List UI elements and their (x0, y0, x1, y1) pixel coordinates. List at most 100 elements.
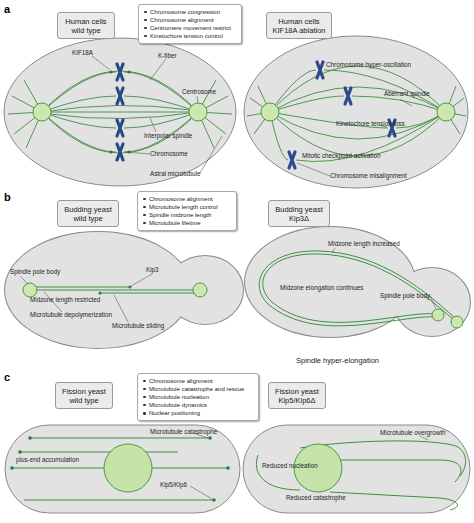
aberrant-spindle (270, 66, 446, 161)
callout-label: Chromosome hyper-oscillation (326, 61, 411, 69)
box-title: Human cells wild type (61, 17, 111, 35)
klp-dot (208, 436, 212, 440)
callout-label: Midzone elongation continues (280, 284, 363, 292)
callout-label: K-fiber (158, 52, 177, 60)
box-title: Budding yeast Kip3Δ (272, 205, 326, 223)
chromatid (289, 152, 295, 168)
chromosome (317, 62, 323, 78)
klp-dot (10, 466, 14, 470)
cell-outline (4, 38, 236, 186)
leader-lines (190, 434, 212, 499)
plus-end-dots (10, 436, 230, 502)
function-item: Centromere movement restrict (143, 24, 237, 32)
box-title: Human cells KIF18A ablation (270, 17, 328, 35)
nucleus (104, 444, 152, 492)
chromatid (117, 88, 123, 104)
callout-label: Chromosome misalignment (330, 172, 407, 180)
chromosome (117, 64, 123, 80)
leader-lines (92, 56, 222, 173)
klp-dot (226, 466, 230, 470)
centrosome (261, 103, 279, 121)
leader-lines (420, 436, 428, 440)
function-item: Microtubule catastrophe and rescue (142, 385, 254, 393)
callout-label: Aberrant spindle (384, 90, 430, 98)
motor-dot (109, 70, 112, 73)
callout-label: Chromosome (150, 150, 188, 158)
leader-lines (297, 99, 412, 176)
box-title: Budding yeast wild type (61, 205, 115, 223)
chromatid (317, 62, 323, 78)
callout-label: Mitotic checkpoint activation (302, 152, 380, 160)
astral-microtubules (8, 80, 232, 148)
callout-label: Klp5/Klp6 (160, 481, 187, 489)
spindle-pole-body (193, 283, 207, 297)
fission-cell (5, 425, 240, 513)
cytoplasmic-microtubules (12, 438, 228, 500)
chromatid (117, 144, 123, 160)
callout-label: Spindle pole body (10, 268, 60, 276)
function-item: Chromosome alignment (142, 377, 254, 385)
mother-cell-stroke (245, 227, 415, 337)
callout-label: Astral microtubule (150, 170, 200, 178)
chromosome (117, 144, 123, 160)
chromosome (345, 88, 351, 104)
function-item: Microtubule dynamics (142, 401, 254, 409)
callout-label: Microtubule catastrophe (150, 428, 217, 436)
function-item: Kinetochore tension control (143, 32, 237, 40)
kif18a-motors (109, 70, 130, 153)
chromatid (117, 64, 123, 80)
callout-label: Microtubule sliding (112, 322, 164, 330)
callout-label: Kip3 (146, 266, 159, 274)
callout-label: Centrosome (182, 88, 216, 96)
condition-title-box: Human cells wild type (57, 12, 115, 39)
klp-dot (212, 498, 216, 502)
spindle-microtubules (30, 287, 200, 293)
centrosome (33, 103, 51, 121)
spindle-pole-body (23, 283, 37, 297)
callout-label: Interpolar spindle (144, 132, 192, 140)
callout-label: Reduced nucleation (262, 462, 318, 470)
cell-outline (244, 36, 468, 188)
chromosome (117, 120, 123, 136)
condition-title-box: Fission yeast wild type (55, 382, 113, 409)
panel-letter: b (4, 191, 11, 204)
kip3-dot (98, 291, 101, 294)
chromatid (345, 88, 351, 104)
condition-title-box: Human cells KIF18A ablation (266, 12, 332, 39)
function-item: Spindle midzone length (142, 211, 232, 219)
panel-letter: a (4, 3, 10, 16)
panel-letter: c (4, 371, 10, 384)
callout-label: Kinetochore tension loss (336, 120, 405, 128)
chromosome (289, 152, 295, 168)
callout-label: Spindle pole body (380, 292, 430, 300)
hyper-elongated-spindle (259, 251, 456, 326)
centrosome (437, 103, 455, 121)
callout-label: Midzone length increased (328, 240, 400, 248)
function-item: Microtubule nucleation (142, 393, 254, 401)
callout-label: plus-end accumulation (16, 456, 79, 464)
chromosome (117, 88, 123, 104)
callout-label: Reduced catastrophe (286, 494, 346, 502)
box-title: Fission yeast Klp5/Klp6Δ (272, 387, 322, 405)
fission-cell (243, 425, 470, 513)
motor-dot (109, 150, 112, 153)
overgrown-microtubules (256, 441, 465, 510)
function-item: Chromosome alignment (143, 16, 237, 24)
chromatid (117, 120, 123, 136)
function-item: Microtubule length control (142, 203, 232, 211)
leader-lines (20, 274, 152, 322)
motor-dot (127, 70, 130, 73)
function-list-box: Chromosome congressionChromosome alignme… (138, 4, 242, 44)
condition-title-box: Budding yeast wild type (57, 200, 119, 227)
astral-microtubules (247, 86, 466, 134)
box-title: Fission yeast wild type (59, 387, 109, 405)
condition-title-box: Fission yeast Klp5/Klp6Δ (268, 382, 326, 409)
spindle-pole-body (451, 316, 463, 328)
function-item: Chromosome congression (143, 8, 237, 16)
centrosome (189, 103, 207, 121)
function-item: Microtubule lifetime (142, 219, 232, 227)
function-list-box: Chromosome alignmentMicrotubule length c… (137, 191, 237, 231)
klp-dot (18, 450, 22, 454)
